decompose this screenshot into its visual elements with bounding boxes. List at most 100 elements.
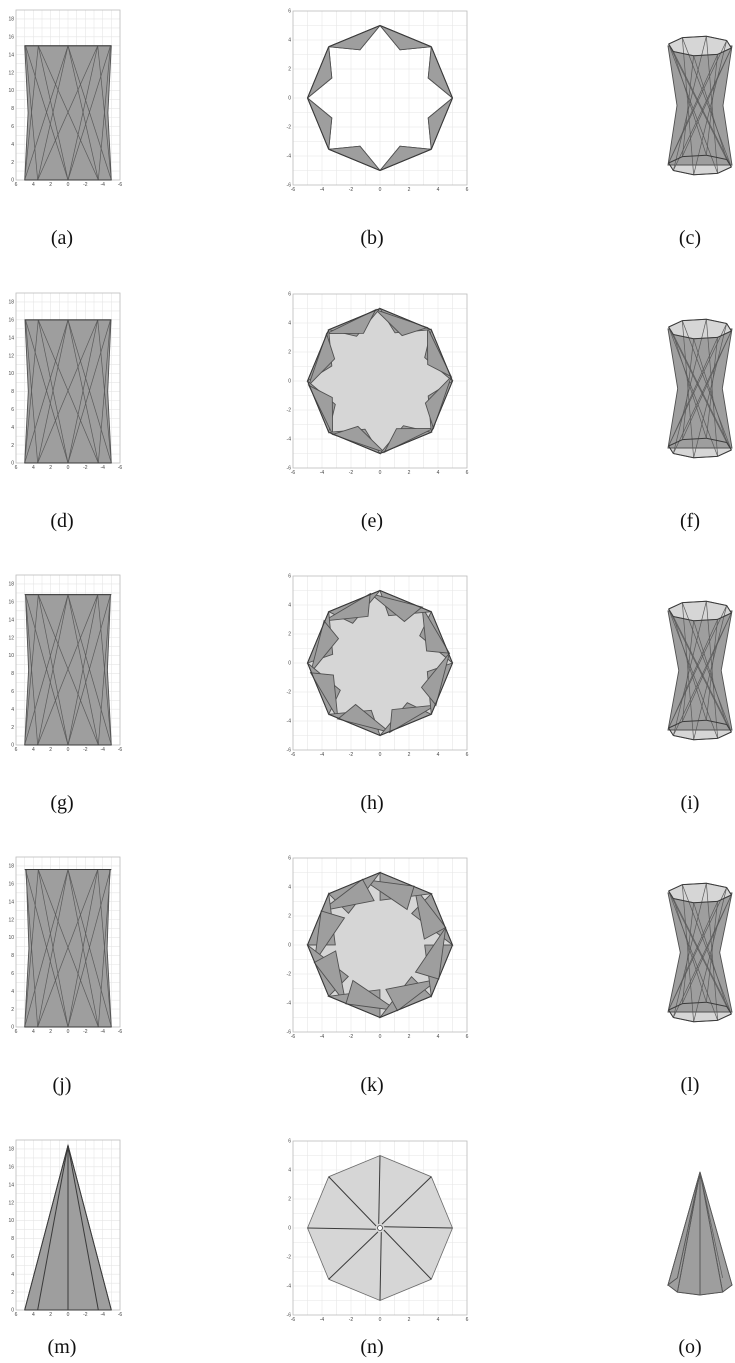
y-tick-label: 8 (11, 1236, 14, 1242)
octagon-edge (328, 148, 381, 171)
strut (37, 869, 99, 1028)
panel-triangle (336, 703, 391, 733)
bottom-ring (668, 162, 674, 171)
caption-e: (e) (361, 510, 383, 532)
body-silhouette (667, 892, 733, 1013)
top-ring (673, 616, 694, 622)
top-ring (673, 51, 694, 57)
radial-strut (379, 1232, 382, 1301)
y-tick-label: 12 (8, 70, 14, 76)
octagon-edge (379, 590, 432, 613)
bottom-ring (706, 719, 727, 725)
bottom-ring (717, 1013, 732, 1021)
radial-strut (328, 1176, 377, 1227)
strut (25, 319, 39, 464)
bottom-ring (726, 159, 732, 168)
strut (25, 45, 39, 181)
radial-strut (383, 1229, 432, 1280)
y-tick-label: 18 (8, 300, 14, 306)
y-tick-label: 18 (8, 1147, 14, 1153)
y-tick-label: -2 (287, 125, 292, 131)
bottom-ring (706, 154, 727, 160)
y-tick-label: 0 (288, 96, 291, 102)
bottom-ring (726, 1006, 732, 1015)
panel-triangle (414, 927, 447, 980)
y-tick-label: 0 (288, 379, 291, 385)
y-tick-label: 0 (11, 461, 14, 467)
bottom-ring (673, 735, 694, 741)
octagon-edge (379, 872, 432, 895)
bottom-ring (693, 455, 718, 459)
y-tick-label: -2 (287, 1255, 292, 1261)
strut (97, 869, 112, 1028)
bottom-ring (693, 172, 718, 176)
y-tick-label: 4 (288, 321, 291, 327)
strut (668, 890, 719, 1021)
x-tick-label: -6 (291, 187, 296, 193)
panel-triangle (308, 332, 336, 386)
caption-j: (j) (53, 1074, 72, 1096)
x-tick-label: 6 (15, 1312, 18, 1318)
y-tick-label: 6 (288, 574, 291, 580)
strut (681, 602, 694, 740)
radial-strut (378, 1155, 381, 1224)
top-ring (682, 35, 707, 39)
x-tick-label: 2 (49, 747, 52, 753)
strut (67, 869, 111, 1028)
x-tick-label: -6 (118, 465, 123, 471)
x-tick-label: -4 (320, 470, 325, 476)
caption-m: (m) (48, 1336, 77, 1358)
x-tick-label: -2 (83, 1312, 88, 1318)
bottom-ring (706, 437, 727, 443)
bottom-ring (668, 439, 683, 447)
bottom-ring (682, 719, 707, 723)
y-tick-label: -2 (287, 690, 292, 696)
x-tick-label: 4 (437, 752, 440, 758)
y-tick-label: 4 (11, 142, 14, 148)
x-tick-label: 6 (15, 182, 18, 188)
caption-h: (h) (360, 792, 383, 814)
y-tick-label: 4 (288, 603, 291, 609)
caption-n: (n) (360, 1336, 383, 1358)
strut (24, 45, 69, 181)
strut (668, 326, 719, 457)
x-tick-label: -4 (320, 752, 325, 758)
x-tick-label: -4 (100, 1029, 105, 1035)
panel-triangle (313, 950, 347, 1005)
strut (25, 319, 69, 464)
x-tick-label: -4 (100, 465, 105, 471)
caption-k: (k) (360, 1074, 383, 1096)
top-ring (726, 605, 732, 614)
top-ring (693, 53, 718, 57)
strut (681, 884, 732, 1015)
x-tick-label: 4 (32, 747, 35, 753)
x-tick-label: 6 (15, 1029, 18, 1035)
x-tick-label: 2 (408, 1034, 411, 1040)
x-tick-label: -6 (118, 1312, 123, 1318)
strut (672, 36, 707, 171)
x-tick-label: 2 (49, 182, 52, 188)
octagon-edge (430, 46, 453, 99)
octagon-edge (379, 995, 432, 1018)
x-tick-label: -4 (320, 1317, 325, 1323)
perspective-view (667, 882, 733, 1023)
perspective-view (667, 35, 733, 176)
strut (37, 594, 99, 746)
caption-b: (b) (360, 227, 383, 249)
y-tick-label: 14 (8, 617, 14, 623)
panel-triangle (421, 606, 451, 654)
x-tick-label: 2 (49, 1312, 52, 1318)
y-tick-label: 0 (11, 1025, 14, 1031)
caption-o: (o) (678, 1336, 701, 1358)
body-silhouette (667, 328, 733, 449)
y-tick-label: 18 (8, 17, 14, 23)
strut (668, 608, 719, 739)
y-tick-label: 10 (8, 1218, 14, 1224)
bottom-ring (673, 453, 694, 459)
bottom-ring (693, 737, 718, 741)
octagon-edge (379, 25, 432, 48)
top-ring (682, 318, 707, 322)
